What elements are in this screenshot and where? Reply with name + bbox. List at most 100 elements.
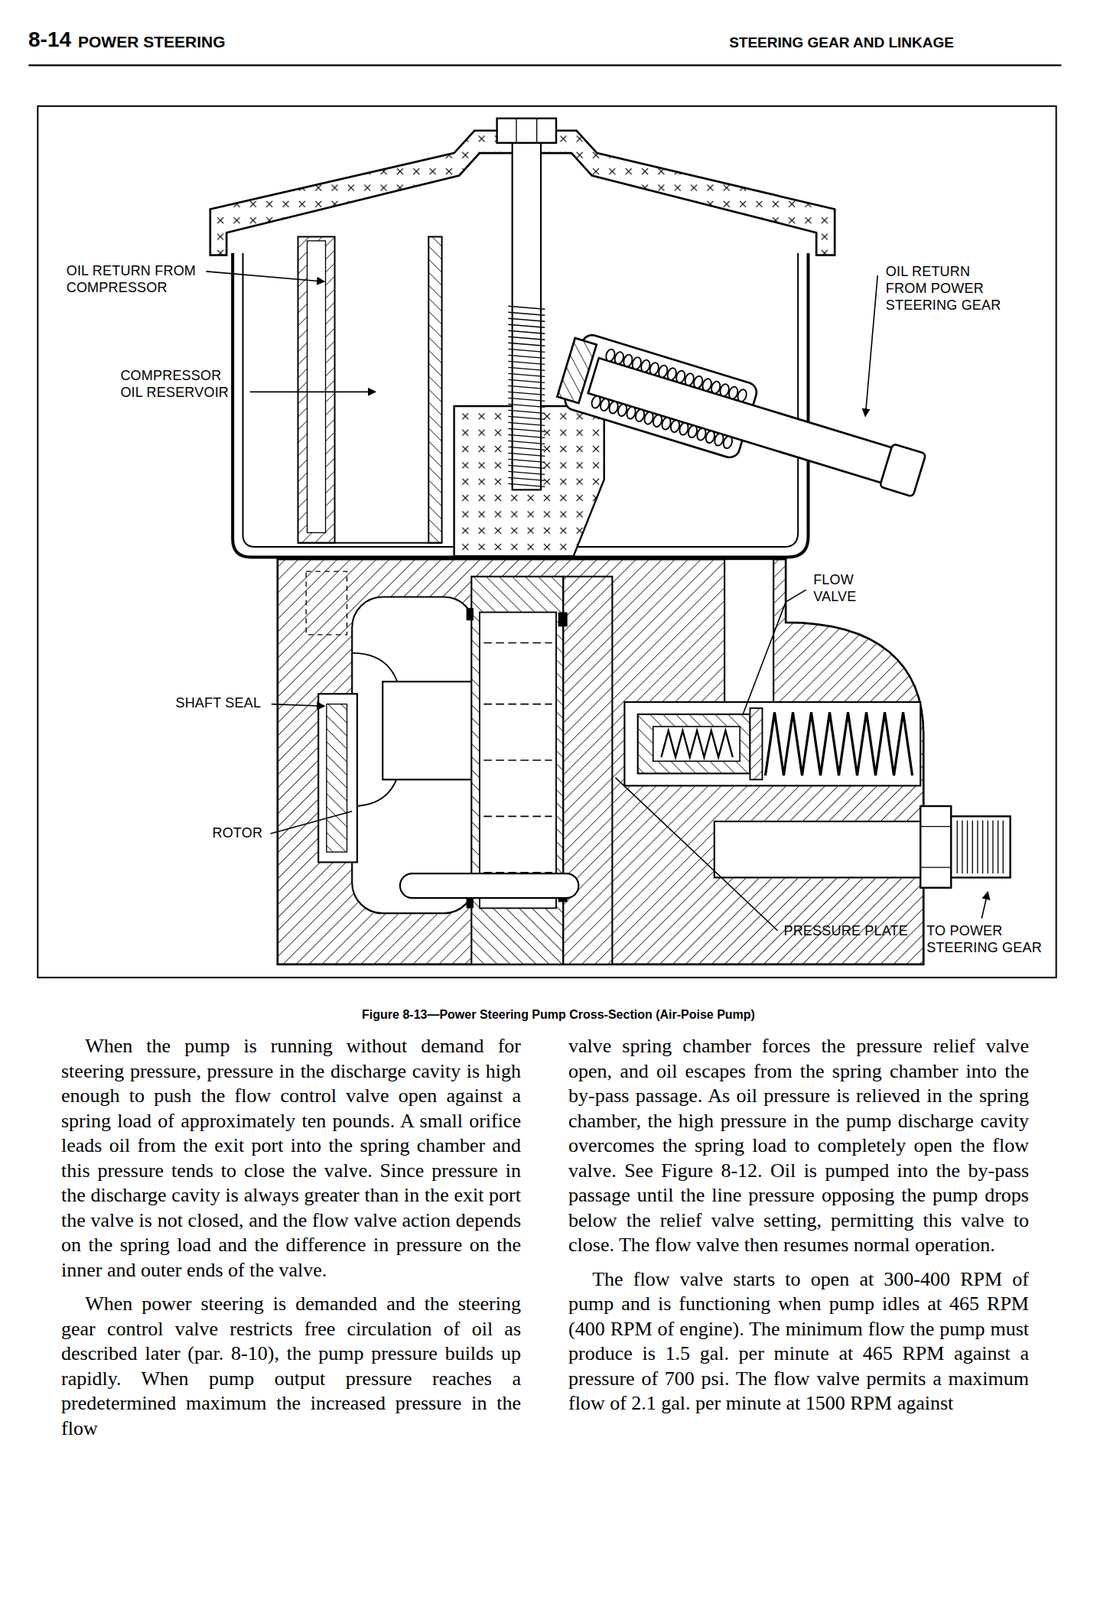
thread-lines bbox=[507, 397, 545, 401]
thread-lines bbox=[507, 312, 545, 316]
pump-body bbox=[563, 576, 612, 965]
figure-frame bbox=[37, 106, 1056, 978]
thread-lines bbox=[507, 440, 545, 444]
pump-body bbox=[382, 681, 475, 780]
valve-spring bbox=[660, 712, 912, 776]
thread-lines bbox=[507, 458, 545, 463]
bolt bbox=[515, 118, 517, 144]
thread-lines bbox=[507, 361, 545, 365]
thread-lines bbox=[507, 465, 545, 469]
bolt bbox=[536, 118, 538, 144]
pump-body bbox=[920, 866, 951, 868]
thread-lines bbox=[507, 416, 545, 420]
pump-body bbox=[479, 612, 557, 909]
thread-lines bbox=[507, 318, 545, 322]
rotor-vanes bbox=[483, 643, 552, 873]
spring-coil bbox=[590, 348, 749, 450]
thread-lines bbox=[507, 403, 545, 407]
thread-lines bbox=[997, 820, 999, 874]
rotor-vanes bbox=[483, 816, 552, 818]
leader-line bbox=[615, 777, 778, 931]
pump-body bbox=[277, 559, 924, 965]
pump-body bbox=[749, 708, 762, 780]
leader-line bbox=[250, 391, 376, 394]
thread-lines bbox=[982, 820, 984, 874]
thread-lines bbox=[957, 820, 958, 874]
chapter-title: STEERING GEAR AND LINKAGE bbox=[729, 34, 954, 52]
pump-body bbox=[466, 608, 474, 621]
pump-body bbox=[950, 816, 1010, 878]
part-label: TO POWER STEERING GEAR bbox=[926, 922, 1045, 957]
rotor-vanes bbox=[483, 642, 552, 645]
leader-line bbox=[205, 271, 325, 282]
spring-coil bbox=[736, 388, 749, 403]
return-pipe bbox=[879, 443, 927, 497]
spring-coil bbox=[722, 435, 734, 450]
body-paragraph: valve spring chamber forces the pressure… bbox=[568, 1034, 1029, 1259]
pump-body bbox=[277, 559, 1011, 965]
thread-lines bbox=[507, 379, 545, 383]
thread-lines bbox=[992, 820, 993, 874]
thread-lines bbox=[966, 820, 968, 874]
pump-body bbox=[653, 726, 740, 762]
pump-body bbox=[471, 576, 564, 965]
return-pipe bbox=[556, 338, 596, 404]
reservoir bbox=[298, 237, 336, 544]
pump-body bbox=[920, 826, 951, 827]
text-column: valve spring chamber forces the pressure… bbox=[568, 1034, 1029, 1426]
thread-lines bbox=[987, 820, 989, 874]
body-paragraph: When power steering is demanded and the … bbox=[61, 1292, 521, 1442]
thread-lines bbox=[1002, 820, 1004, 874]
pump-body bbox=[624, 702, 921, 786]
thread-lines bbox=[972, 820, 974, 874]
part-label: OIL RETURN FROM COMPRESSOR bbox=[66, 262, 219, 297]
thread-lines bbox=[507, 391, 545, 395]
thread-lines bbox=[507, 342, 545, 346]
thread-lines bbox=[507, 324, 545, 328]
part-label: PRESSURE PLATE bbox=[783, 922, 909, 940]
return-pipe bbox=[554, 330, 931, 513]
pump-body bbox=[724, 559, 774, 707]
thread-lines bbox=[507, 452, 545, 456]
pump-body bbox=[318, 693, 358, 863]
bolt bbox=[497, 118, 557, 144]
thread-lines bbox=[957, 820, 1003, 874]
thread-lines bbox=[976, 820, 978, 874]
part-label: FLOW VALVE bbox=[813, 571, 863, 606]
body-paragraph: The flow valve starts to open at 300-400… bbox=[568, 1267, 1029, 1417]
valve-spring bbox=[764, 712, 912, 776]
thread-lines bbox=[507, 305, 545, 310]
thread-lines bbox=[961, 820, 963, 874]
leader-line bbox=[270, 811, 352, 834]
thread-lines bbox=[507, 422, 545, 426]
header-rule bbox=[28, 64, 1062, 66]
thread-lines bbox=[507, 330, 545, 334]
bolt bbox=[497, 118, 557, 491]
pump-body bbox=[305, 571, 347, 635]
reservoir bbox=[307, 240, 326, 534]
part-label: ROTOR bbox=[211, 824, 263, 842]
thread-lines bbox=[507, 385, 545, 389]
thread-lines bbox=[507, 410, 545, 414]
body-paragraph: When the pump is running without demand … bbox=[61, 1034, 521, 1283]
thread-lines bbox=[507, 483, 545, 487]
pump-body bbox=[638, 714, 751, 774]
figure-caption: Figure 8-13—Power Steering Pump Cross-Se… bbox=[361, 1008, 756, 1023]
thread-lines bbox=[507, 348, 545, 352]
leader-line bbox=[271, 704, 325, 707]
rotor-vanes bbox=[483, 759, 552, 762]
thread-lines bbox=[507, 336, 545, 340]
thread-lines bbox=[507, 446, 545, 450]
section-title: POWER STEERING bbox=[78, 32, 226, 52]
leader-line bbox=[205, 271, 988, 931]
reservoir bbox=[428, 237, 442, 544]
valve-spring bbox=[660, 730, 733, 758]
thread-lines bbox=[507, 471, 545, 475]
part-label: OIL RETURN FROM POWER STEERING GEAR bbox=[885, 263, 1005, 314]
thread-lines bbox=[507, 305, 545, 487]
pump-body bbox=[400, 873, 579, 899]
leader-line bbox=[742, 589, 807, 715]
thread-lines bbox=[507, 434, 545, 438]
pump-body bbox=[351, 596, 475, 914]
